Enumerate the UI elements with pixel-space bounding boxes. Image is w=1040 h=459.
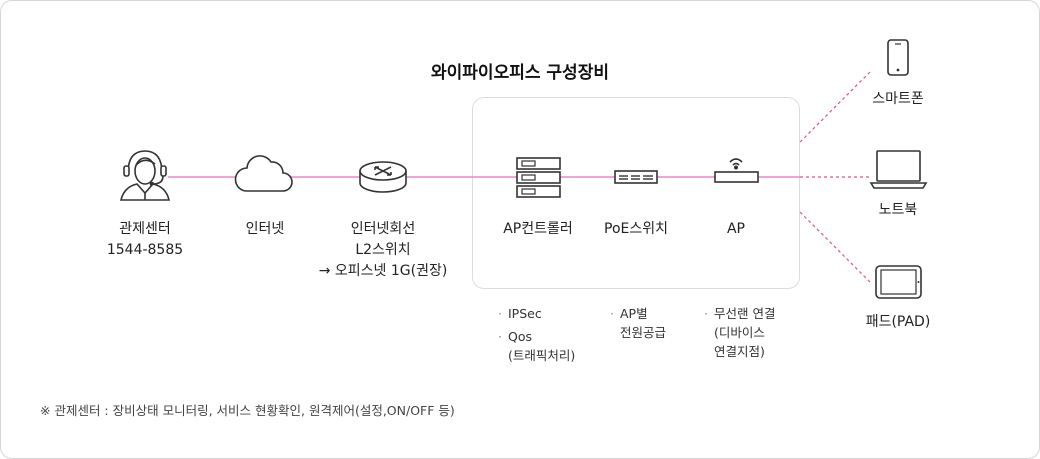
diagram-title: 와이파이오피스 구성장비 <box>431 63 609 83</box>
smartphone-icon <box>887 39 909 76</box>
link-to-smartphone <box>799 71 871 143</box>
operator-headset-icon <box>119 150 171 201</box>
link-to-pad <box>799 211 871 283</box>
control-center-phone: 1544-8585 <box>106 242 184 258</box>
footnote: ※ 관제센터 : 장비상태 모니터링, 서비스 현황확인, 원격제어(설정,ON… <box>40 403 455 418</box>
router-icon <box>359 161 407 193</box>
equipment-group-box <box>472 97 800 289</box>
note-wlan-connect: 무선랜 연결 <box>714 306 776 321</box>
note-device: (디바이스 <box>714 325 765 340</box>
access-point-icon <box>714 158 759 183</box>
note-ipsec: IPSec <box>508 306 542 321</box>
smartphone-label: 스마트폰 <box>872 91 924 107</box>
poe-switch-note: · AP별 전원공급 <box>610 304 667 342</box>
bullet-dot: · <box>498 306 502 321</box>
officenet-note: → 오피스넷 1G(권장) <box>318 263 448 279</box>
internet-line-label: 인터넷회선 L2스위치 → 오피스넷 1G(권장) <box>310 219 456 282</box>
note-power-supply: 전원공급 <box>620 325 667 340</box>
internet-label: 인터넷 <box>245 221 285 237</box>
control-center-label: 관제센터 1544-8585 <box>95 219 195 261</box>
note-qos: Qos <box>508 329 532 344</box>
internet-line-name: 인터넷회선 <box>350 221 416 237</box>
note-connect-point: 연결지점) <box>714 344 765 359</box>
cloud-icon <box>234 155 293 192</box>
ap-controller-note: · IPSec <box>498 304 542 323</box>
bullet-dot: · <box>498 329 502 344</box>
bullet-dot: · <box>704 306 708 321</box>
bullet-dot: · <box>610 306 614 321</box>
ap-controller-label: AP컨트롤러 <box>503 221 573 237</box>
tablet-pad-icon <box>875 265 922 299</box>
note-per-ap: AP별 <box>620 306 648 321</box>
pad-label: 패드(PAD) <box>865 314 931 330</box>
l2-switch-name: L2스위치 <box>355 242 411 258</box>
ap-controller-note-2: · Qos (트래픽처리) <box>498 327 576 365</box>
server-rack-icon <box>516 157 561 198</box>
note-traffic-processing: (트래픽처리) <box>508 348 576 363</box>
notebook-icon <box>869 150 928 189</box>
control-center-name: 관제센터 <box>119 221 171 237</box>
poe-switch-icon <box>614 170 658 184</box>
notebook-label: 노트북 <box>878 202 918 218</box>
poe-switch-label: PoE스위치 <box>604 221 668 237</box>
ap-note: · 무선랜 연결 (디바이스 연결지점) <box>704 304 776 361</box>
ap-label: AP <box>726 221 746 237</box>
